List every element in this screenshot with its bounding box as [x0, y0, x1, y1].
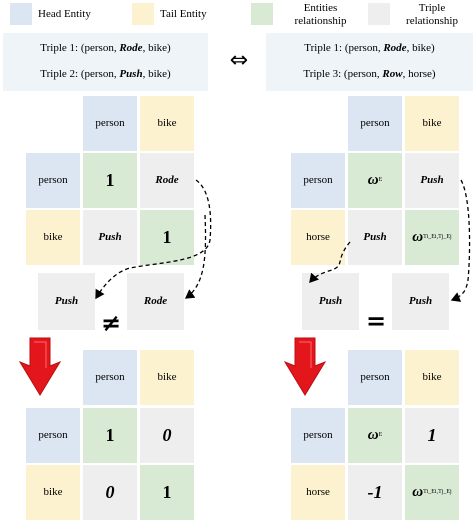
omega-symbol: ω: [367, 427, 379, 444]
equal-symbol: =: [365, 306, 387, 335]
col-header-head: person: [348, 350, 402, 405]
dashed-connector-left-b: [184, 214, 207, 299]
right-triple-1: Triple 1: (person, Rode, bike): [266, 42, 473, 54]
legend-tail-label: Tail Entity: [160, 8, 207, 20]
row-header-tail: bike: [26, 210, 80, 265]
right-triple-3: Triple 3: (person, Row, horse): [266, 68, 473, 80]
legend-head-label: Head Entity: [38, 8, 91, 20]
col-header-tail: bike: [405, 96, 459, 151]
row-header-tail: horse: [291, 210, 345, 265]
entities-relationship-swatch: [251, 3, 273, 25]
head-entity-swatch: [10, 3, 32, 25]
col-header-tail: bike: [140, 350, 194, 405]
compare-box-rode: Rode: [127, 273, 184, 330]
row-header-head: person: [291, 408, 345, 463]
matrix-cell: 1: [83, 408, 137, 463]
matrix-cell: -1: [348, 465, 402, 520]
triple-text: , bike): [142, 68, 171, 80]
relation-cell: Push: [405, 153, 459, 208]
matrix-cell: 0: [140, 408, 194, 463]
row-header-head: person: [291, 153, 345, 208]
row-header-head: person: [26, 153, 80, 208]
not-equal-symbol: ≠: [100, 308, 122, 337]
compare-box-push-b: Push: [392, 273, 449, 330]
left-triple-1: Triple 1: (person, Rode, bike): [3, 42, 208, 54]
triple-text: , bike): [142, 42, 171, 54]
matrix-cell: 1: [140, 465, 194, 520]
relation-cell: Rode: [140, 153, 194, 208]
legend-triple-relationship-label: Triple relationship: [406, 2, 458, 27]
triple-text: Triple 1: (person,: [40, 42, 120, 54]
col-header-tail: bike: [405, 350, 459, 405]
omega-symbol: ω: [367, 172, 379, 189]
relation-cell: Push: [348, 210, 402, 265]
triple-relation: Push: [119, 68, 143, 80]
bidirectional-arrow-icon: ⇔: [229, 48, 249, 73]
triple-text: Triple 2: (person,: [40, 68, 120, 80]
triple-text: Triple 3: (person,: [303, 68, 383, 80]
omega-subscript: E: [378, 177, 383, 184]
omega-symbol: ω: [412, 229, 424, 246]
col-header-head: person: [83, 96, 137, 151]
col-header-head: person: [348, 96, 402, 151]
triple-text: , bike): [406, 42, 435, 54]
triple-relation: Rode: [119, 42, 143, 54]
col-header-head: person: [83, 350, 137, 405]
omega-subscript: Ti_Ei,Tj_Ej: [423, 489, 452, 496]
compare-box-push: Push: [38, 273, 95, 330]
triple-relationship-swatch: [368, 3, 390, 25]
relation-cell: Push: [83, 210, 137, 265]
matrix-cell: 1: [83, 153, 137, 208]
right-triples-box: Triple 1: (person, Rode, bike) Triple 3:…: [266, 33, 473, 91]
omega-symbol: ω: [412, 484, 424, 501]
matrix-cell: 0: [83, 465, 137, 520]
red-down-arrow-icon-right: [283, 337, 327, 396]
triple-text: , horse): [402, 68, 436, 80]
legend-entities-relationship-label: Entities relationship: [294, 2, 347, 27]
omega-subscript: E: [378, 432, 383, 439]
omega-subscript: Ti_Ei,Tj_Ej: [423, 234, 452, 241]
triple-text: Triple 1: (person,: [304, 42, 384, 54]
left-triples-box: Triple 1: (person, Rode, bike) Triple 2:…: [3, 33, 208, 91]
col-header-tail: bike: [140, 96, 194, 151]
dashed-connector-right-b: [450, 179, 471, 302]
left-triple-2: Triple 2: (person, Push, bike): [3, 68, 208, 80]
tail-entity-swatch: [132, 3, 154, 25]
dashed-connector-right-a: [309, 241, 351, 283]
triple-relation: Row: [382, 68, 403, 80]
row-header-head: person: [26, 408, 80, 463]
row-header-tail: bike: [26, 465, 80, 520]
triple-relation: Rode: [383, 42, 407, 54]
row-header-tail: horse: [291, 465, 345, 520]
red-down-arrow-icon-left: [18, 337, 62, 396]
matrix-cell: 1: [140, 210, 194, 265]
matrix-cell: 1: [405, 408, 459, 463]
dashed-connector-left-a: [95, 179, 212, 300]
